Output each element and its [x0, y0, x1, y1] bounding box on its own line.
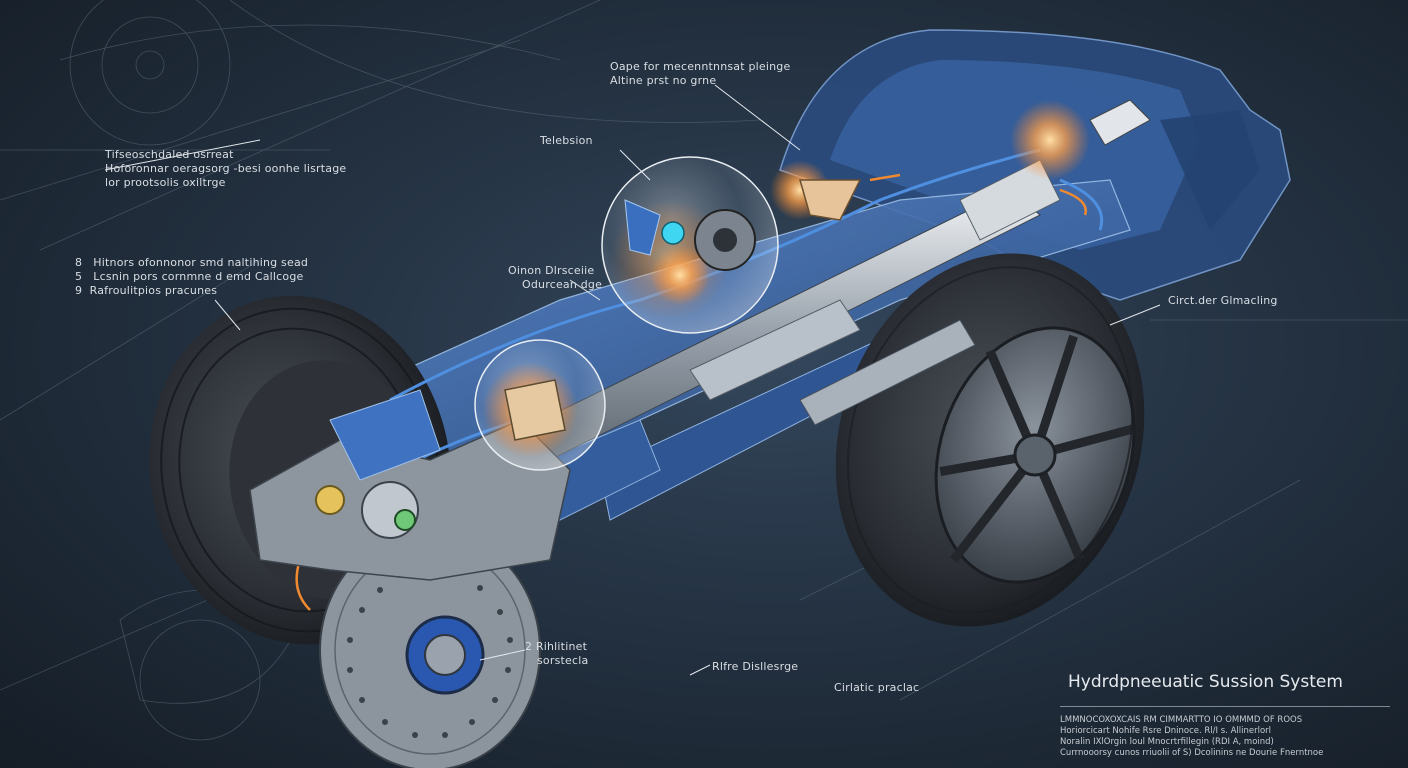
brake-disc	[319, 529, 541, 768]
fine-print-line: Horiorcicart Nohife Rsre Dninoce. Rl/I s…	[1060, 726, 1271, 736]
callout-bottom-disc: 2 Rihlitinet sorstecla	[525, 640, 588, 668]
callout-line: Oape for mecenntnnsat pleinge	[610, 60, 791, 73]
callout-line: 8 Hitnors ofonnonor smd naltihing sead	[75, 256, 308, 270]
callout-text: Cirlatic praclac	[834, 681, 920, 694]
callout-text: Rlfre Disllesrge	[712, 660, 799, 673]
callout-top-left: Tifseoschdaled osrreat Hoforonnar oerags…	[105, 148, 346, 190]
sensor-indicator-dot	[661, 221, 685, 245]
callout-line: Oinon Dlrsceiie	[508, 264, 595, 277]
callout-top-center: Oape for mecenntnnsat pleinge Altine prs…	[610, 60, 790, 88]
knuckle-assembly	[249, 389, 571, 581]
callout-text: Rafroulitpios pracunes	[89, 284, 218, 297]
callout-marker: 9	[75, 284, 83, 297]
fine-print-line: Currnooorsy cunos rriuolii of S) Dcolini…	[1060, 748, 1324, 758]
callout-line: Hoforonnar oeragsorg -besi oonhe lisrtag…	[105, 162, 347, 175]
title-divider	[1060, 706, 1390, 707]
callout-mid-left: 8 Hitnors ofonnonor smd naltihing sead 5…	[75, 256, 308, 298]
callout-line: lor prootsolis oxiltrge	[105, 176, 226, 189]
callout-line: 2 Rihlitinet	[525, 640, 588, 653]
callout-line: Tifseoschdaled osrreat	[105, 148, 234, 161]
callout-marker: 5	[75, 270, 83, 283]
fine-print-line: Noralin IXlOrgin loul Mnocrtrfillegin (R…	[1060, 737, 1274, 747]
callout-right: Circt.der Glmacling	[1168, 294, 1278, 308]
callout-line: 9 Rafroulitpios pracunes	[75, 284, 308, 298]
callout-text: Hitnors ofonnonor smd naltihing sead	[93, 256, 309, 269]
title-block: Hydrdpneeuatic Sussion System LMMNOCOXOX…	[1060, 672, 1390, 759]
callout-text: Lcsnin pors cornmne d emd Callcoge	[93, 270, 304, 283]
callout-bottom-mid: Rlfre Disllesrge	[712, 660, 798, 674]
callout-ball-joint: Oinon Dlrsceiie Odurcean dge	[508, 264, 602, 292]
lower-bubble	[474, 339, 606, 471]
callout-text: Telebsion	[540, 134, 593, 147]
fine-print-line: LMMNOCOXOXCAIS RM CIMMARTTO IO OMMMD OF …	[1060, 715, 1303, 725]
callout-text: Circt.der Glmacling	[1168, 294, 1278, 307]
leader-lines	[104, 84, 1161, 676]
callout-line: Odurcean dge	[522, 278, 603, 291]
callout-bottom-center: Cirlatic praclac	[834, 681, 919, 695]
callout-line: Altine prst no grne	[610, 74, 717, 87]
upper-bubble	[601, 156, 779, 334]
diagram-title: Hydrdpneeuatic Sussion System	[1068, 672, 1343, 692]
callout-marker: 8	[75, 256, 83, 269]
callout-line: 5 Lcsnin pors cornmne d emd Callcoge	[75, 270, 308, 284]
joint-glows	[650, 99, 1151, 305]
callout-telesion: Telebsion	[540, 134, 593, 148]
callout-line: sorstecla	[537, 654, 589, 667]
